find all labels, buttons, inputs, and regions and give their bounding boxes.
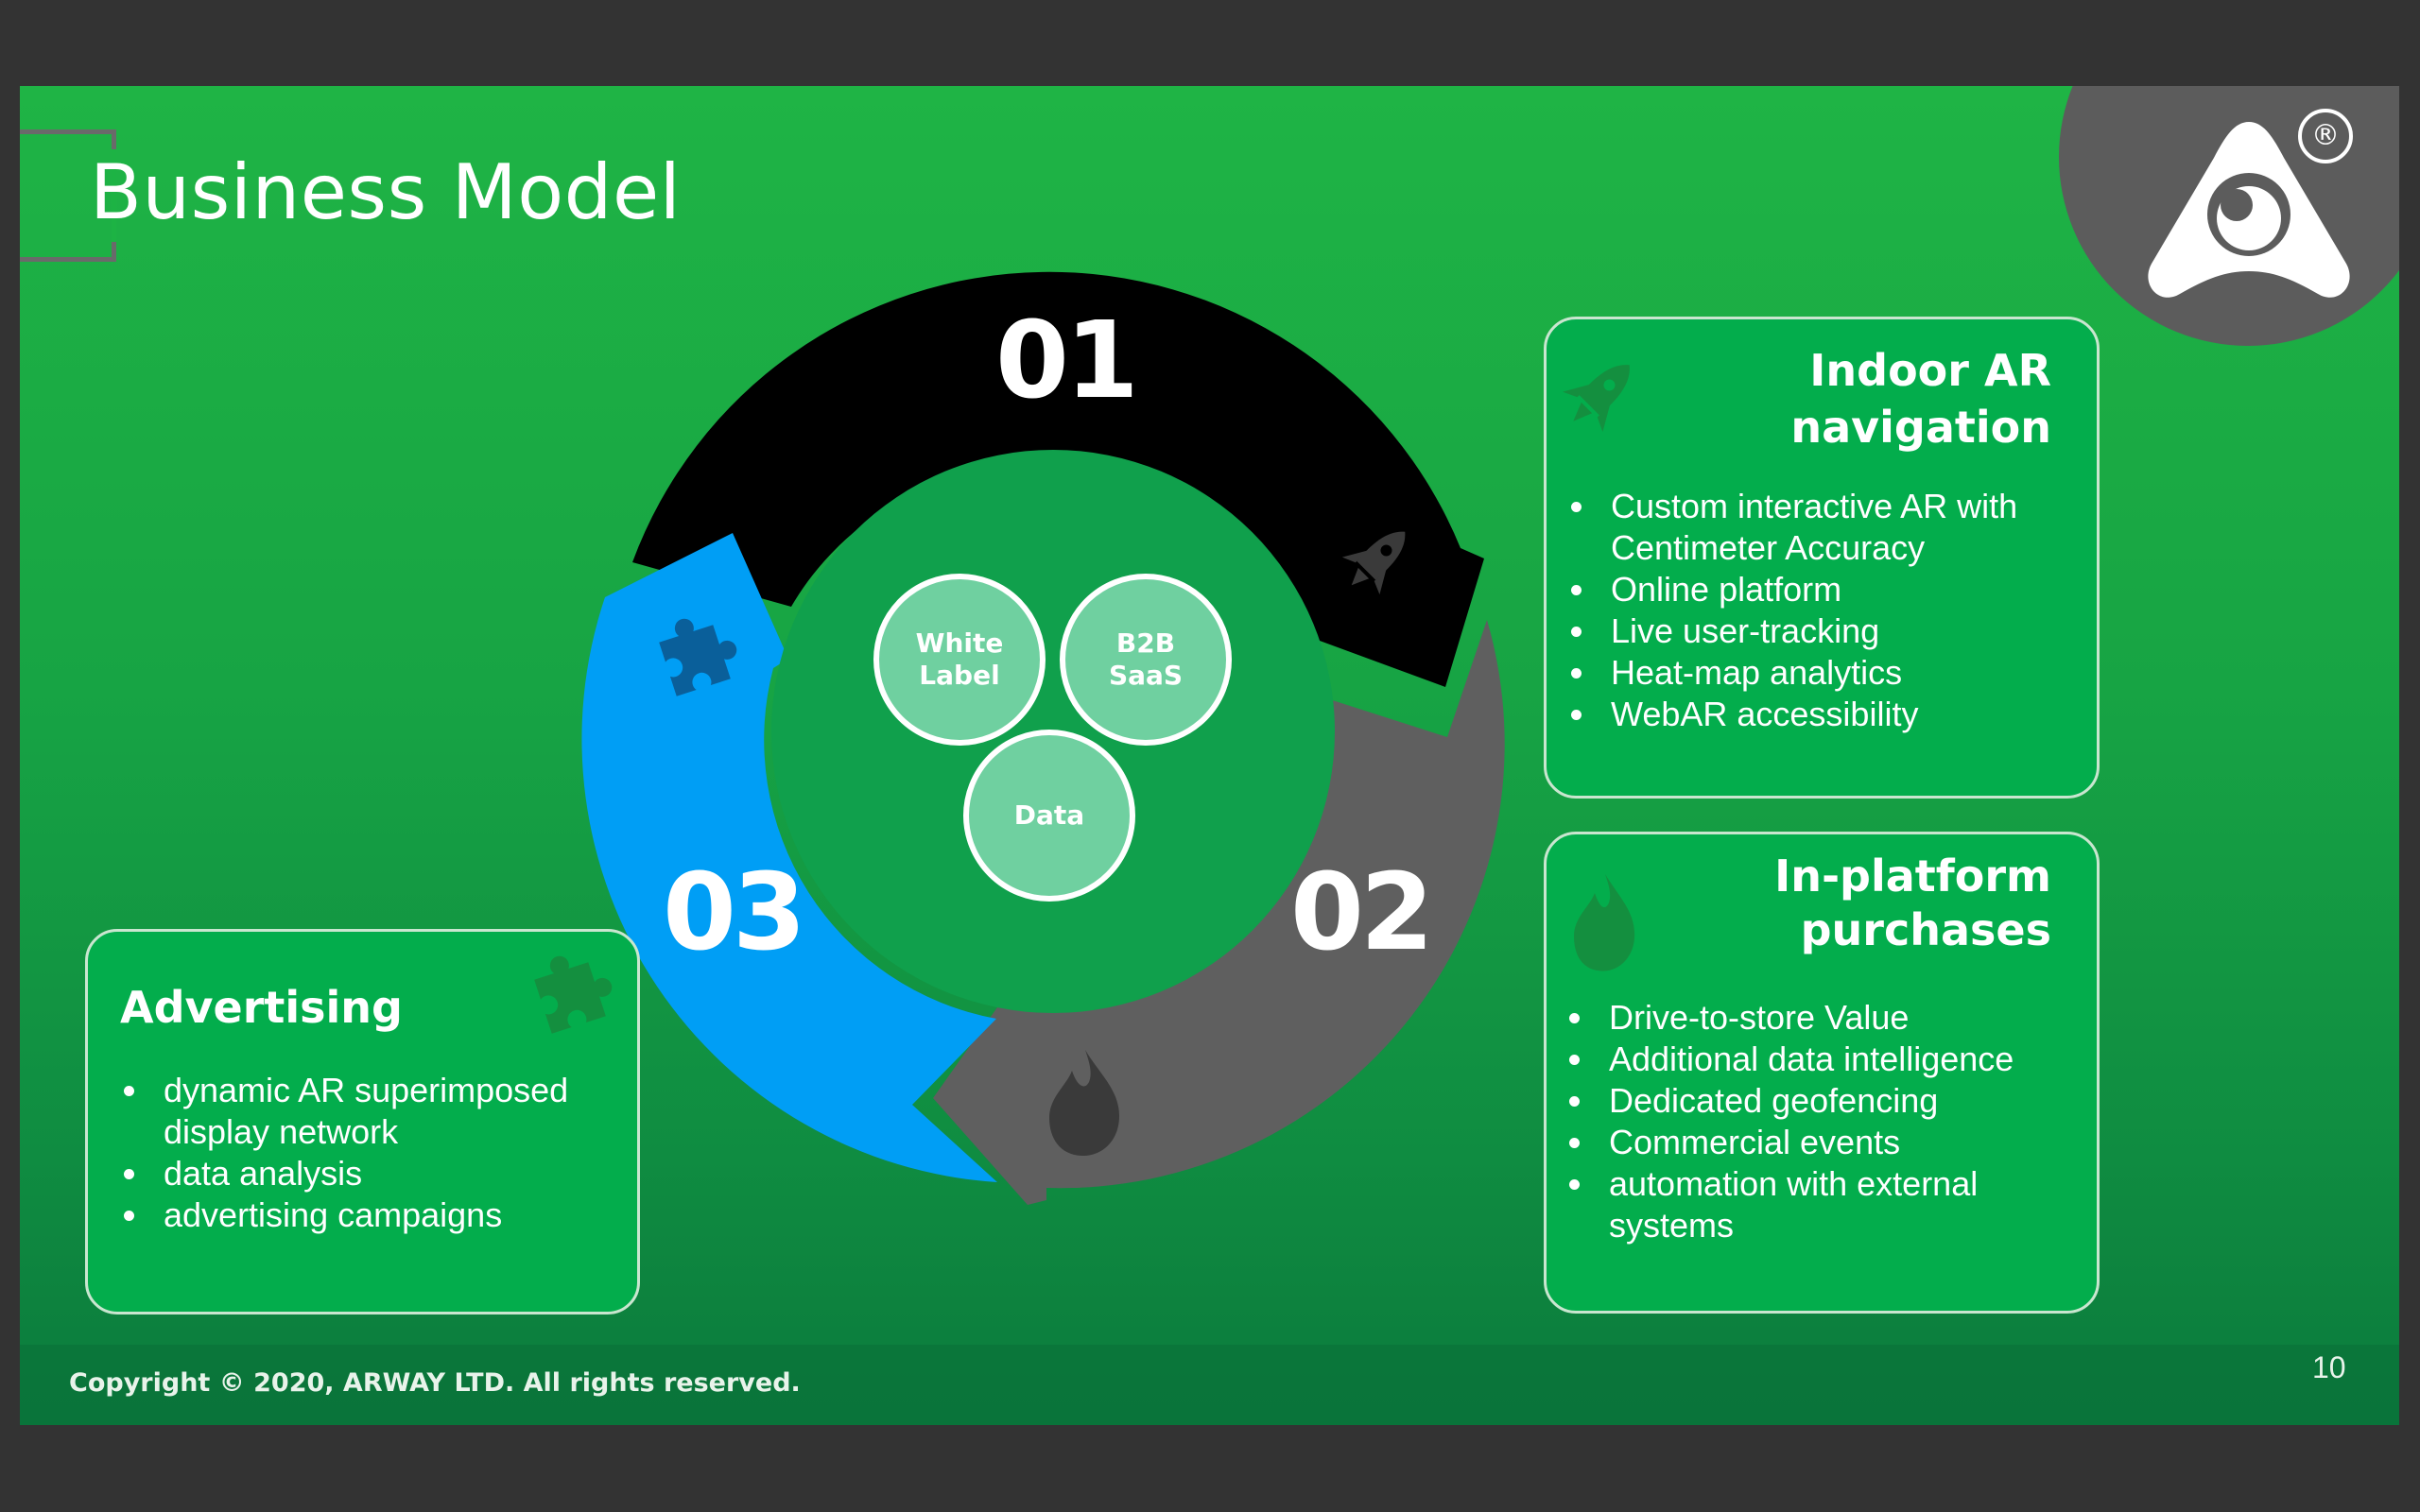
card-indoor-ar-navigation: Indoor AR navigation Custom interactive … xyxy=(1544,317,2100,799)
arway-logo xyxy=(2148,122,2350,298)
list-item: dynamic AR superimposed display network xyxy=(120,1070,612,1153)
slide: Business Model ® xyxy=(20,86,2399,1425)
flame-icon xyxy=(1049,1050,1119,1156)
list-item: Commercial events xyxy=(1565,1122,2076,1163)
list-item: data analysis xyxy=(120,1153,612,1194)
list-item: Custom interactive AR with Centimeter Ac… xyxy=(1567,486,2078,569)
flame-icon xyxy=(1574,873,1635,971)
card-in-platform-purchases: In-platform purchases Drive-to-store Val… xyxy=(1544,832,2100,1314)
card-list: Drive-to-store Value Additional data int… xyxy=(1565,997,2076,1246)
list-item: automation with external systems xyxy=(1565,1163,2076,1246)
page-title: Business Model xyxy=(90,148,682,236)
rocket-icon xyxy=(1341,531,1406,595)
puzzle-icon xyxy=(659,618,737,696)
bubble-label: Data xyxy=(1013,799,1085,831)
title-bracket xyxy=(20,129,116,262)
footer-band xyxy=(20,1345,2399,1425)
rocket-icon xyxy=(1562,365,1630,433)
copyright-notice: Copyright © 2020, ARWAY LTD. All rights … xyxy=(69,1368,801,1398)
logo-pupil-dot xyxy=(2221,189,2253,221)
card-list: Custom interactive AR with Centimeter Ac… xyxy=(1567,486,2078,735)
registered-mark: ® xyxy=(2298,109,2353,163)
page-number: 10 xyxy=(2312,1350,2346,1384)
list-item: Live user-tracking xyxy=(1567,610,2078,652)
list-item: Additional data intelligence xyxy=(1565,1039,2076,1080)
bubble-label: White Label xyxy=(915,627,1004,691)
list-item: Heat-map analytics xyxy=(1567,652,2078,694)
card-title: In-platform purchases xyxy=(1774,850,2051,955)
list-item: WebAR accessibility xyxy=(1567,694,2078,735)
card-title: Advertising xyxy=(120,982,403,1033)
step-number-01: 01 xyxy=(995,300,1139,422)
bubble-data: Data xyxy=(963,730,1135,902)
card-advertising: Advertising dynamic AR superimposed disp… xyxy=(85,929,640,1314)
bubble-label: B2B SaaS xyxy=(1108,627,1184,691)
cycle-segment-02 xyxy=(933,620,1505,1205)
cycle-segment-03 xyxy=(581,533,997,1182)
bubble-white-label: White Label xyxy=(873,574,1046,746)
list-item: Drive-to-store Value xyxy=(1565,997,2076,1039)
list-item: Dedicated geofencing xyxy=(1565,1080,2076,1122)
list-item: advertising campaigns xyxy=(120,1194,612,1236)
step-number-03: 03 xyxy=(663,851,806,974)
step-number-02: 02 xyxy=(1290,851,1434,974)
puzzle-icon xyxy=(534,955,613,1034)
bubble-b2b-saas: B2B SaaS xyxy=(1060,574,1232,746)
list-item: Online platform xyxy=(1567,569,2078,610)
card-list: dynamic AR superimposed display network … xyxy=(120,1070,612,1236)
card-title: Indoor AR navigation xyxy=(1790,345,2051,453)
